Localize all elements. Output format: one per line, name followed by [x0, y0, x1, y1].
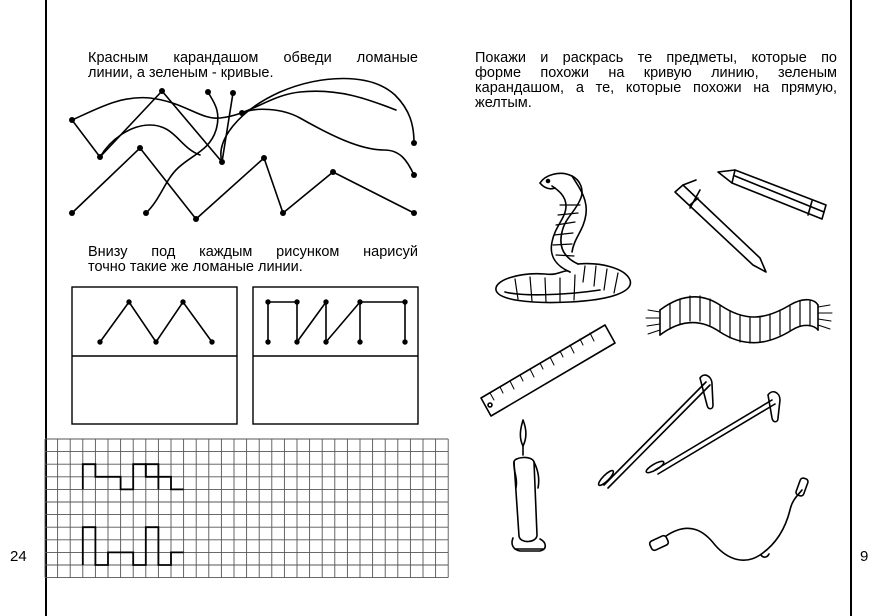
task2-instruction: Внизу под каждым рисунком нарисуй точно …: [88, 245, 418, 275]
right-task-line4: желтым.: [475, 95, 532, 111]
pen-icon: [674, 179, 767, 273]
pencil-icon: [717, 169, 827, 220]
task1-line1: Красным карандашом обведи ломаные: [88, 50, 418, 66]
ruler-icon: [480, 324, 616, 417]
curve-line-4: [220, 77, 415, 163]
scarf-icon: [645, 295, 833, 344]
grid-pattern-top: [81, 463, 160, 491]
right-task-line3: карандашом, а те, которые похожи на прям…: [475, 80, 837, 96]
curve-line-5: [99, 124, 201, 158]
task2-line1: Внизу под каждым рисунком нарисуй: [88, 244, 418, 260]
task2-line2: точно такие же ломаные линии.: [88, 259, 303, 275]
task1-line2: линии, а зеленым - кривые.: [88, 65, 274, 81]
curve-line-3: [241, 108, 415, 176]
left-page-edge: [45, 0, 47, 616]
jump-rope-icon: [648, 477, 809, 561]
task1-instruction: Красным карандашом обведи ломаные линии,…: [88, 51, 418, 81]
grid-pattern-bottom: [81, 526, 184, 566]
ski-poles-icon: [597, 374, 781, 489]
right-task-line1: Покажи и раскрась те предметы, которые п…: [475, 50, 837, 66]
right-task-line2: форме похожи на кривую линию, зеленым: [475, 65, 837, 81]
candle-icon: [511, 419, 547, 552]
right-page-edge: [850, 0, 852, 616]
grid-pattern-top-b: [144, 463, 184, 491]
cobra-icon: [495, 172, 632, 304]
right-page-number: 9: [860, 548, 869, 565]
right-task-instruction: Покажи и раскрась те предметы, которые п…: [475, 51, 837, 111]
curve-line-1: [71, 90, 397, 121]
left-page-number: 24: [10, 548, 27, 565]
curve-line-2: [145, 91, 219, 214]
